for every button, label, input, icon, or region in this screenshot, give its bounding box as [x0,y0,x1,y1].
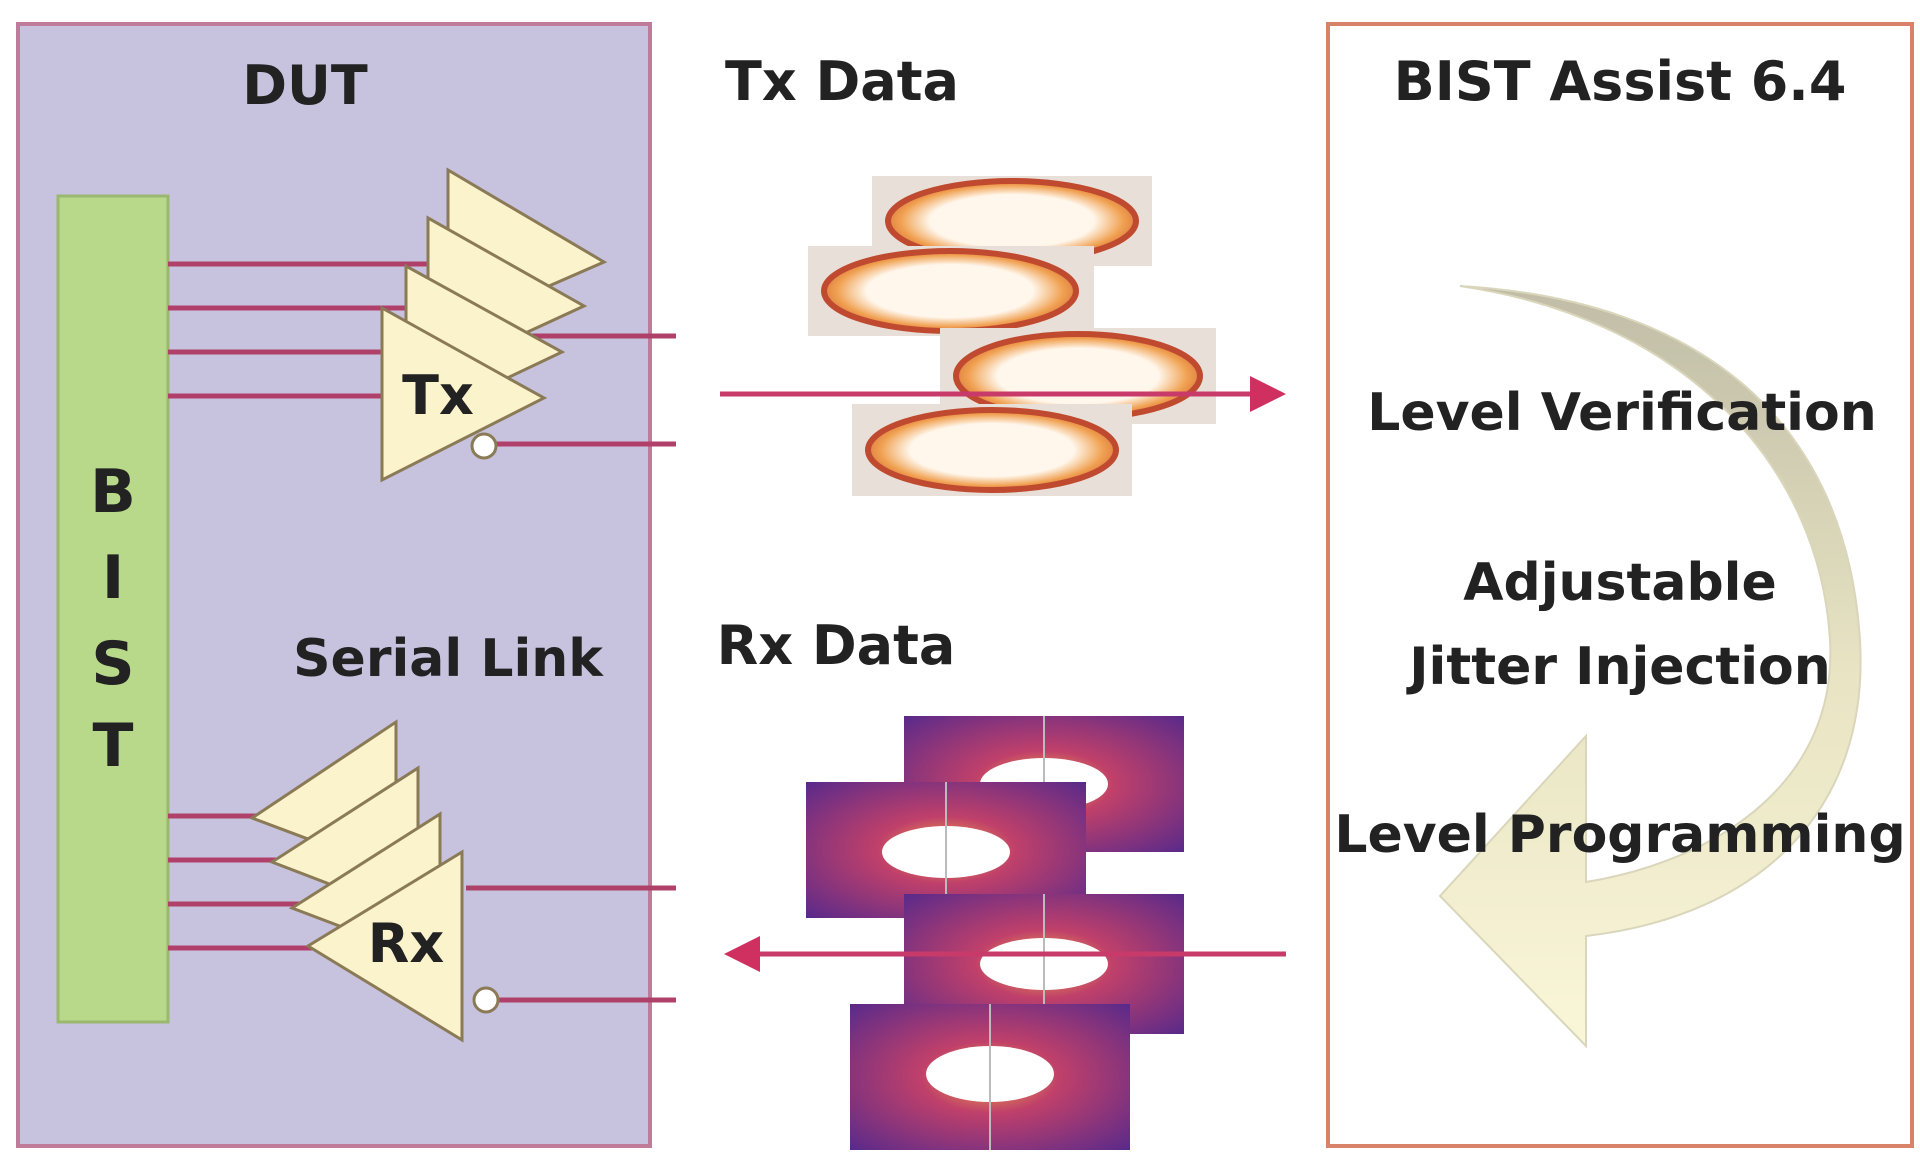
rx-input-arrow [724,936,1286,972]
curved-cycle-arrow-icon [1438,285,1862,1049]
bist-assist-title: BIST Assist 6.4 [1394,50,1847,113]
rx-data-label: Rx Data [717,614,956,677]
tx-driver-label: Tx [402,364,474,427]
rx-eye-diagrams [806,716,1184,1150]
tx-driver-stack [380,167,608,483]
tx-eye-4 [852,404,1132,496]
rx-receiver-label: Rx [368,912,445,975]
tx-output-arrow [720,376,1286,412]
bist-block [56,194,170,1024]
tx-data-label: Tx Data [725,50,959,113]
rx-receiver-stack [248,719,464,1043]
tx-eye-diagrams [808,176,1216,496]
bist-assist-panel [1326,22,1914,1148]
bist-letter-b: B [90,457,136,527]
bist-letter-t: T [93,711,134,781]
bist-letter-s: S [91,629,134,699]
level-verification-label: Level Verification [1367,383,1877,443]
serial-link-label: Serial Link [293,629,604,689]
tx-inverter-bubble [470,432,498,460]
rx-inverter-bubble [472,986,500,1014]
dut-title: DUT [242,54,368,117]
rx-signal-lines [168,813,676,1003]
bist-letter-i: I [102,543,124,613]
jitter-label-line2: Jitter Injection [1406,637,1831,697]
tx-driver-1 [380,305,548,483]
jitter-label-line1: Adjustable [1463,553,1777,613]
level-programming-label: Level Programming [1334,805,1905,865]
rx-receiver-1 [305,849,464,1043]
rx-eye-4 [850,1004,1130,1150]
tx-eye-2 [808,246,1094,336]
